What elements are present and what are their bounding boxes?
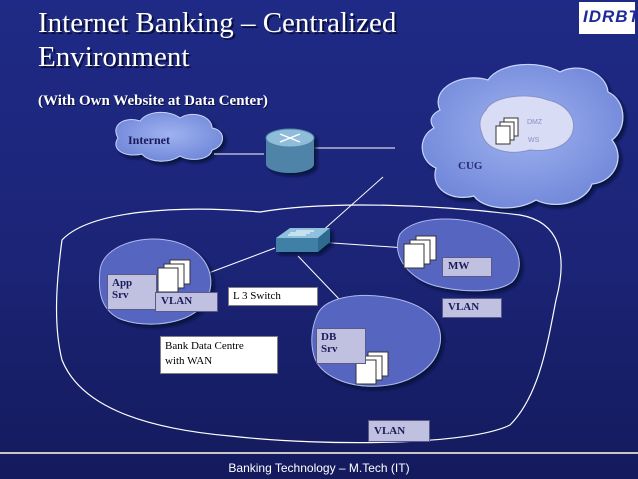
db-server-icon [355, 351, 389, 385]
footer-divider [0, 452, 638, 454]
title-line-1: Internet Banking – Centralized [38, 7, 397, 39]
footer-text: Banking Technology – M.Tech (IT) [228, 461, 410, 475]
cug-label: CUG [458, 160, 483, 172]
db-srv-label: DB Srv [316, 328, 366, 364]
idrbt-logo: IDRBT [579, 2, 638, 34]
slide-subtitle: (With Own Website at Data Center) [38, 93, 268, 109]
cug-cloud [421, 63, 624, 209]
bank-dc-boundary [55, 204, 562, 444]
dmz-label: DMZ [527, 119, 543, 126]
bank-dc-line-2: with WAN [165, 355, 213, 367]
logo-text: IDRBT [583, 7, 638, 26]
app-srv-line-1: App [112, 277, 133, 289]
slide-title: Internet Banking – Centralized Environme… [38, 6, 578, 74]
db-srv-line-2: Srv [321, 343, 338, 355]
link-switch-mw [317, 241, 407, 249]
app-srv-label: App Srv [107, 274, 157, 310]
router-icon [265, 128, 315, 173]
bank-dc-line-1: Bank Data Centre [165, 340, 244, 352]
link-cug-switch [319, 176, 384, 234]
l3-switch-icon [276, 228, 330, 252]
ws-label: WS [528, 137, 540, 144]
mw-server-icon [403, 235, 437, 269]
app-vlan-label: VLAN [155, 292, 218, 312]
l3-switch-label: L 3 Switch [228, 287, 318, 306]
db-srv-line-1: DB [321, 331, 337, 343]
dc-vlan-label: VLAN [368, 420, 430, 442]
internet-label: Internet [128, 133, 170, 147]
link-switch-db [297, 255, 341, 301]
app-server-icon [157, 259, 191, 293]
web-server-icon [495, 117, 519, 145]
bank-dc-label: Bank Data Centre with WAN [160, 336, 278, 374]
app-srv-line-2: Srv [112, 289, 129, 301]
title-line-2: Environment [38, 41, 190, 73]
mw-vlan-label: VLAN [442, 298, 502, 318]
internet-cloud [115, 111, 223, 162]
mw-label: MW [442, 257, 492, 277]
